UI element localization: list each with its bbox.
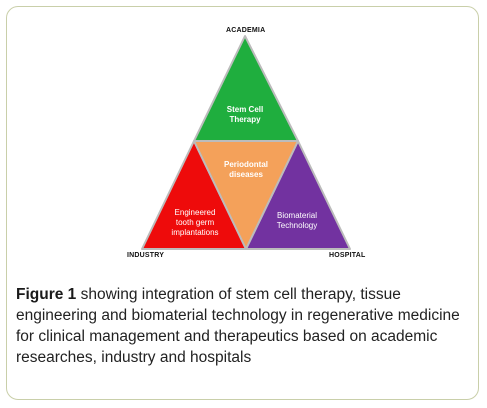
figure-number: Figure 1 xyxy=(16,286,77,303)
biomaterial-technology-label: Biomaterial Technology xyxy=(276,211,318,230)
industry-label: INDUSTRY xyxy=(127,252,165,259)
periodontal-diseases-label: Periodontal diseases xyxy=(223,160,268,179)
academia-label: ACADEMIA xyxy=(226,27,266,34)
hospital-label: HOSPITAL xyxy=(329,252,366,259)
stem-cell-therapy-label: Stem Cell Therapy xyxy=(226,105,264,124)
engineered-tooth-germ-label: Engineered tooth germ implantations xyxy=(171,208,219,237)
caption-text: showing integration of stem cell therapy… xyxy=(16,286,460,366)
figure-caption: Figure 1 showing integration of stem cel… xyxy=(16,284,471,368)
triangle-svg xyxy=(141,35,351,250)
triangle-diagram: ACADEMIA INDUSTRY HOSPITAL Stem Cell The… xyxy=(127,27,366,259)
stem-cell-therapy-triangle xyxy=(193,35,299,142)
periodontal-diseases-triangle xyxy=(193,140,299,250)
